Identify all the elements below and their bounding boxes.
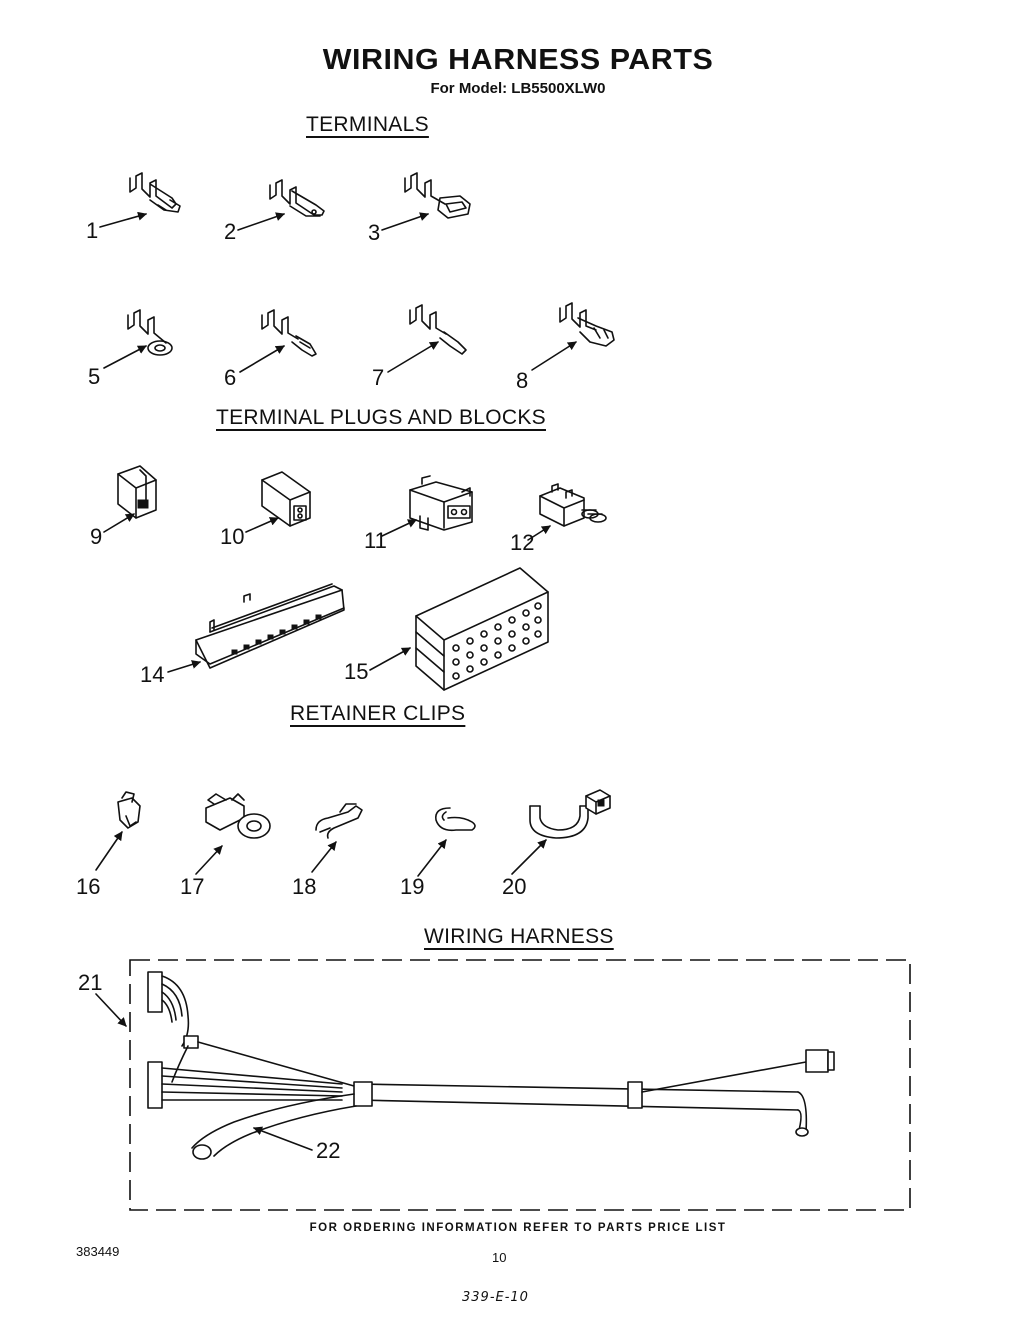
section-retainer-clips: RETAINER CLIPS: [290, 702, 466, 725]
terminal-part-8: [559, 302, 615, 347]
callout-16: 16: [76, 874, 101, 899]
leader-15: [369, 647, 411, 671]
callout-1: 1: [86, 218, 99, 243]
callout-6: 6: [224, 365, 237, 390]
leader-17: [195, 845, 223, 875]
leader-2: [237, 212, 285, 231]
handwritten-code: 339-E-10: [462, 1290, 529, 1305]
leader-8: [531, 341, 577, 371]
leader-20: [511, 839, 547, 875]
callout-2: 2: [224, 219, 237, 244]
terminal-part-5: [127, 309, 173, 356]
callout-18: 18: [292, 874, 317, 899]
ordering-note: FOR ORDERING INFORMATION REFER TO PARTS …: [309, 1222, 727, 1234]
block-part-11: [409, 475, 473, 531]
clip-part-18: [315, 803, 363, 839]
harness-part-21: [147, 971, 835, 1137]
clip-part-20: [529, 789, 611, 839]
leader-5: [103, 345, 147, 369]
plug-part-9: [117, 465, 157, 519]
callout-17: 17: [180, 874, 205, 899]
leader-1: [99, 211, 147, 228]
leader-18: [311, 841, 337, 873]
terminal-part-2: [269, 179, 325, 217]
clip-part-19: [434, 807, 476, 832]
leader-19: [417, 839, 447, 877]
terminal-part-1: [129, 172, 181, 213]
leader-16: [95, 831, 123, 871]
callout-8: 8: [516, 368, 529, 393]
block-part-15: [415, 567, 549, 691]
model-subtitle: For Model: LB5500XLW0: [430, 80, 606, 97]
leader-10: [245, 517, 279, 533]
clip-part-16: [117, 791, 141, 829]
callout-12: 12: [510, 530, 535, 555]
callout-22: 22: [316, 1138, 341, 1163]
leader-12: [527, 525, 551, 541]
terminal-part-3: [404, 172, 471, 219]
callout-15: 15: [344, 659, 369, 684]
leader-11: [381, 519, 417, 537]
callout-21: 21: [78, 970, 103, 995]
callout-11: 11: [364, 528, 387, 553]
callout-20: 20: [502, 874, 527, 899]
leader-7: [387, 341, 439, 373]
leader-9: [103, 513, 135, 533]
page-number: 10: [492, 1250, 507, 1265]
terminal-part-7: [409, 304, 467, 355]
callout-5: 5: [88, 364, 101, 389]
page-title: WIRING HARNESS PARTS: [322, 44, 714, 76]
callout-19: 19: [400, 874, 425, 899]
leader-14: [167, 660, 201, 673]
leader-6: [239, 345, 285, 373]
section-wiring-harness: WIRING HARNESS: [424, 925, 614, 948]
section-plugs-blocks: TERMINAL PLUGS AND BLOCKS: [216, 406, 546, 429]
callout-9: 9: [90, 524, 103, 549]
clip-part-17: [205, 793, 271, 839]
plug-part-12: [539, 483, 607, 527]
block-part-14: [195, 583, 345, 669]
leader-3: [381, 212, 429, 231]
section-terminals: TERMINALS: [306, 113, 429, 136]
terminal-part-6: [261, 309, 317, 357]
leader-22: [253, 1126, 313, 1151]
document-number: 383449: [76, 1244, 120, 1259]
harness-dashed-box: [129, 959, 911, 1211]
harness-part-22: [191, 1093, 357, 1160]
callout-7: 7: [372, 365, 385, 390]
plug-part-10: [261, 471, 311, 527]
callout-10: 10: [220, 524, 245, 549]
callout-14: 14: [140, 662, 165, 687]
callout-3: 3: [368, 220, 381, 245]
leader-21: [95, 993, 127, 1027]
